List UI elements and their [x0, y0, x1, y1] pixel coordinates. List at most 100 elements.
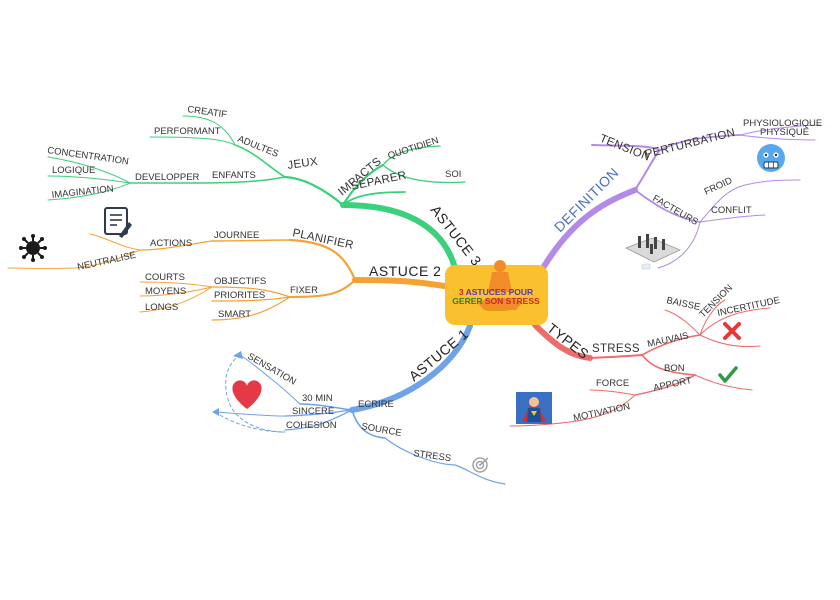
adultes-label: ADULTES	[236, 134, 280, 160]
central-word-3: GERER	[452, 296, 485, 306]
connector	[211, 239, 291, 242]
connector	[664, 309, 701, 336]
central-underline	[486, 309, 508, 311]
central-word-4: SON STRESS	[485, 296, 540, 306]
ecrire-label: ECRIRE	[358, 399, 394, 410]
connector	[341, 163, 385, 207]
physiologique-label: PHYSIOLOGIQUE	[743, 118, 822, 129]
froid-label: FROID	[703, 175, 735, 198]
motivation-label: MOTIVATION	[572, 401, 631, 424]
connector	[699, 299, 726, 336]
virus-icon	[19, 234, 47, 262]
connector	[7, 249, 141, 269]
connector	[532, 322, 593, 361]
connector	[659, 134, 741, 151]
branch-astuce-2	[7, 233, 453, 321]
connector	[349, 323, 473, 413]
connector	[139, 286, 213, 313]
connector	[589, 354, 643, 359]
target-icon	[472, 457, 489, 473]
connector	[139, 281, 213, 288]
connector	[284, 409, 353, 417]
central-topic-box	[445, 265, 548, 325]
astuce-1-label: ASTUCE 1	[406, 325, 472, 384]
cohesion-label: COHESION	[286, 420, 337, 431]
central-word-2: ASTUCES POUR	[466, 287, 534, 297]
quotidien-label: QUOTIDIEN	[387, 135, 441, 162]
connector	[699, 307, 771, 336]
branch-definition	[540, 124, 821, 271]
smart-label: SMART	[218, 309, 251, 320]
arrow-head	[233, 351, 243, 359]
apport-label: APPORT	[652, 375, 693, 394]
cold-face-emoji-icon	[757, 144, 785, 172]
stress-source-label: STRESS	[413, 448, 452, 464]
connector	[641, 354, 696, 376]
branch-types	[509, 299, 771, 427]
tension-label: TENSION	[598, 133, 652, 164]
meditation-person-icon	[478, 260, 522, 310]
central-topic-line-1: 3 ASTUCES POUR	[459, 287, 533, 297]
connector	[299, 403, 353, 411]
imagination-label: IMAGINATION	[51, 184, 114, 201]
connector	[351, 409, 386, 439]
connector	[634, 189, 701, 223]
connector	[47, 175, 131, 184]
connector	[47, 182, 131, 201]
moyens-label: MOYENS	[145, 286, 186, 297]
creatif-label: CREATIF	[187, 104, 228, 120]
enfants-label: ENFANTS	[212, 170, 256, 181]
connector	[634, 374, 696, 396]
connector	[284, 409, 353, 431]
connector	[641, 334, 701, 356]
physique-label: PHYSIQUE	[760, 127, 809, 138]
objectifs-label: OBJECTIFS	[214, 276, 266, 287]
conflit-label: CONFLIT	[711, 205, 752, 216]
central-word-1: 3	[459, 287, 466, 297]
connector	[739, 124, 821, 136]
neutralise-label: NEUTRALISE	[76, 250, 137, 273]
logique-label: LOGIQUE	[52, 165, 95, 176]
heart-icon	[232, 380, 262, 409]
connector	[342, 191, 406, 206]
connector	[699, 334, 761, 348]
connector	[540, 187, 638, 271]
force-label: FORCE	[596, 378, 629, 389]
connector	[149, 136, 236, 146]
connector	[239, 354, 301, 405]
connector	[288, 238, 357, 282]
connector	[589, 389, 636, 396]
connector	[382, 145, 441, 166]
source-label: SOURCE	[360, 421, 402, 439]
notepad-icon	[104, 207, 132, 238]
sincere-label: SINCERE	[292, 406, 334, 417]
mauvais-label: MAUVAIS	[646, 330, 689, 350]
connector	[657, 221, 701, 269]
connector	[234, 144, 286, 178]
connector	[211, 296, 291, 321]
branch-astuce-1	[214, 323, 506, 485]
connector	[194, 176, 286, 184]
perturbation-label: PERTURBATION	[644, 127, 737, 161]
central-topic[interactable]: 3 ASTUCES POUR GERER SON STRESS	[445, 260, 548, 325]
astuce-2-label: ASTUCE 2	[369, 263, 441, 279]
stress-types-label: STRESS	[592, 343, 640, 355]
longs-label: LONGS	[145, 302, 178, 313]
connector	[47, 156, 131, 184]
developper-label: DEVELOPPER	[135, 172, 200, 183]
courts-label: COURTS	[145, 272, 185, 283]
connector	[182, 115, 236, 146]
connector	[214, 411, 286, 417]
arrow-head	[212, 408, 219, 416]
connector	[509, 394, 636, 427]
baisse-label: BAISSE	[665, 295, 701, 313]
connector	[699, 214, 766, 223]
chess-board-icon	[625, 234, 681, 270]
central-topic-line-2: GERER SON STRESS	[452, 296, 540, 306]
facteurs-label: FACTEURS	[651, 193, 700, 228]
connector	[352, 277, 453, 290]
bon-label: BON	[664, 363, 685, 374]
connector	[211, 296, 291, 302]
planifier-label: PLANIFIER	[291, 227, 354, 252]
